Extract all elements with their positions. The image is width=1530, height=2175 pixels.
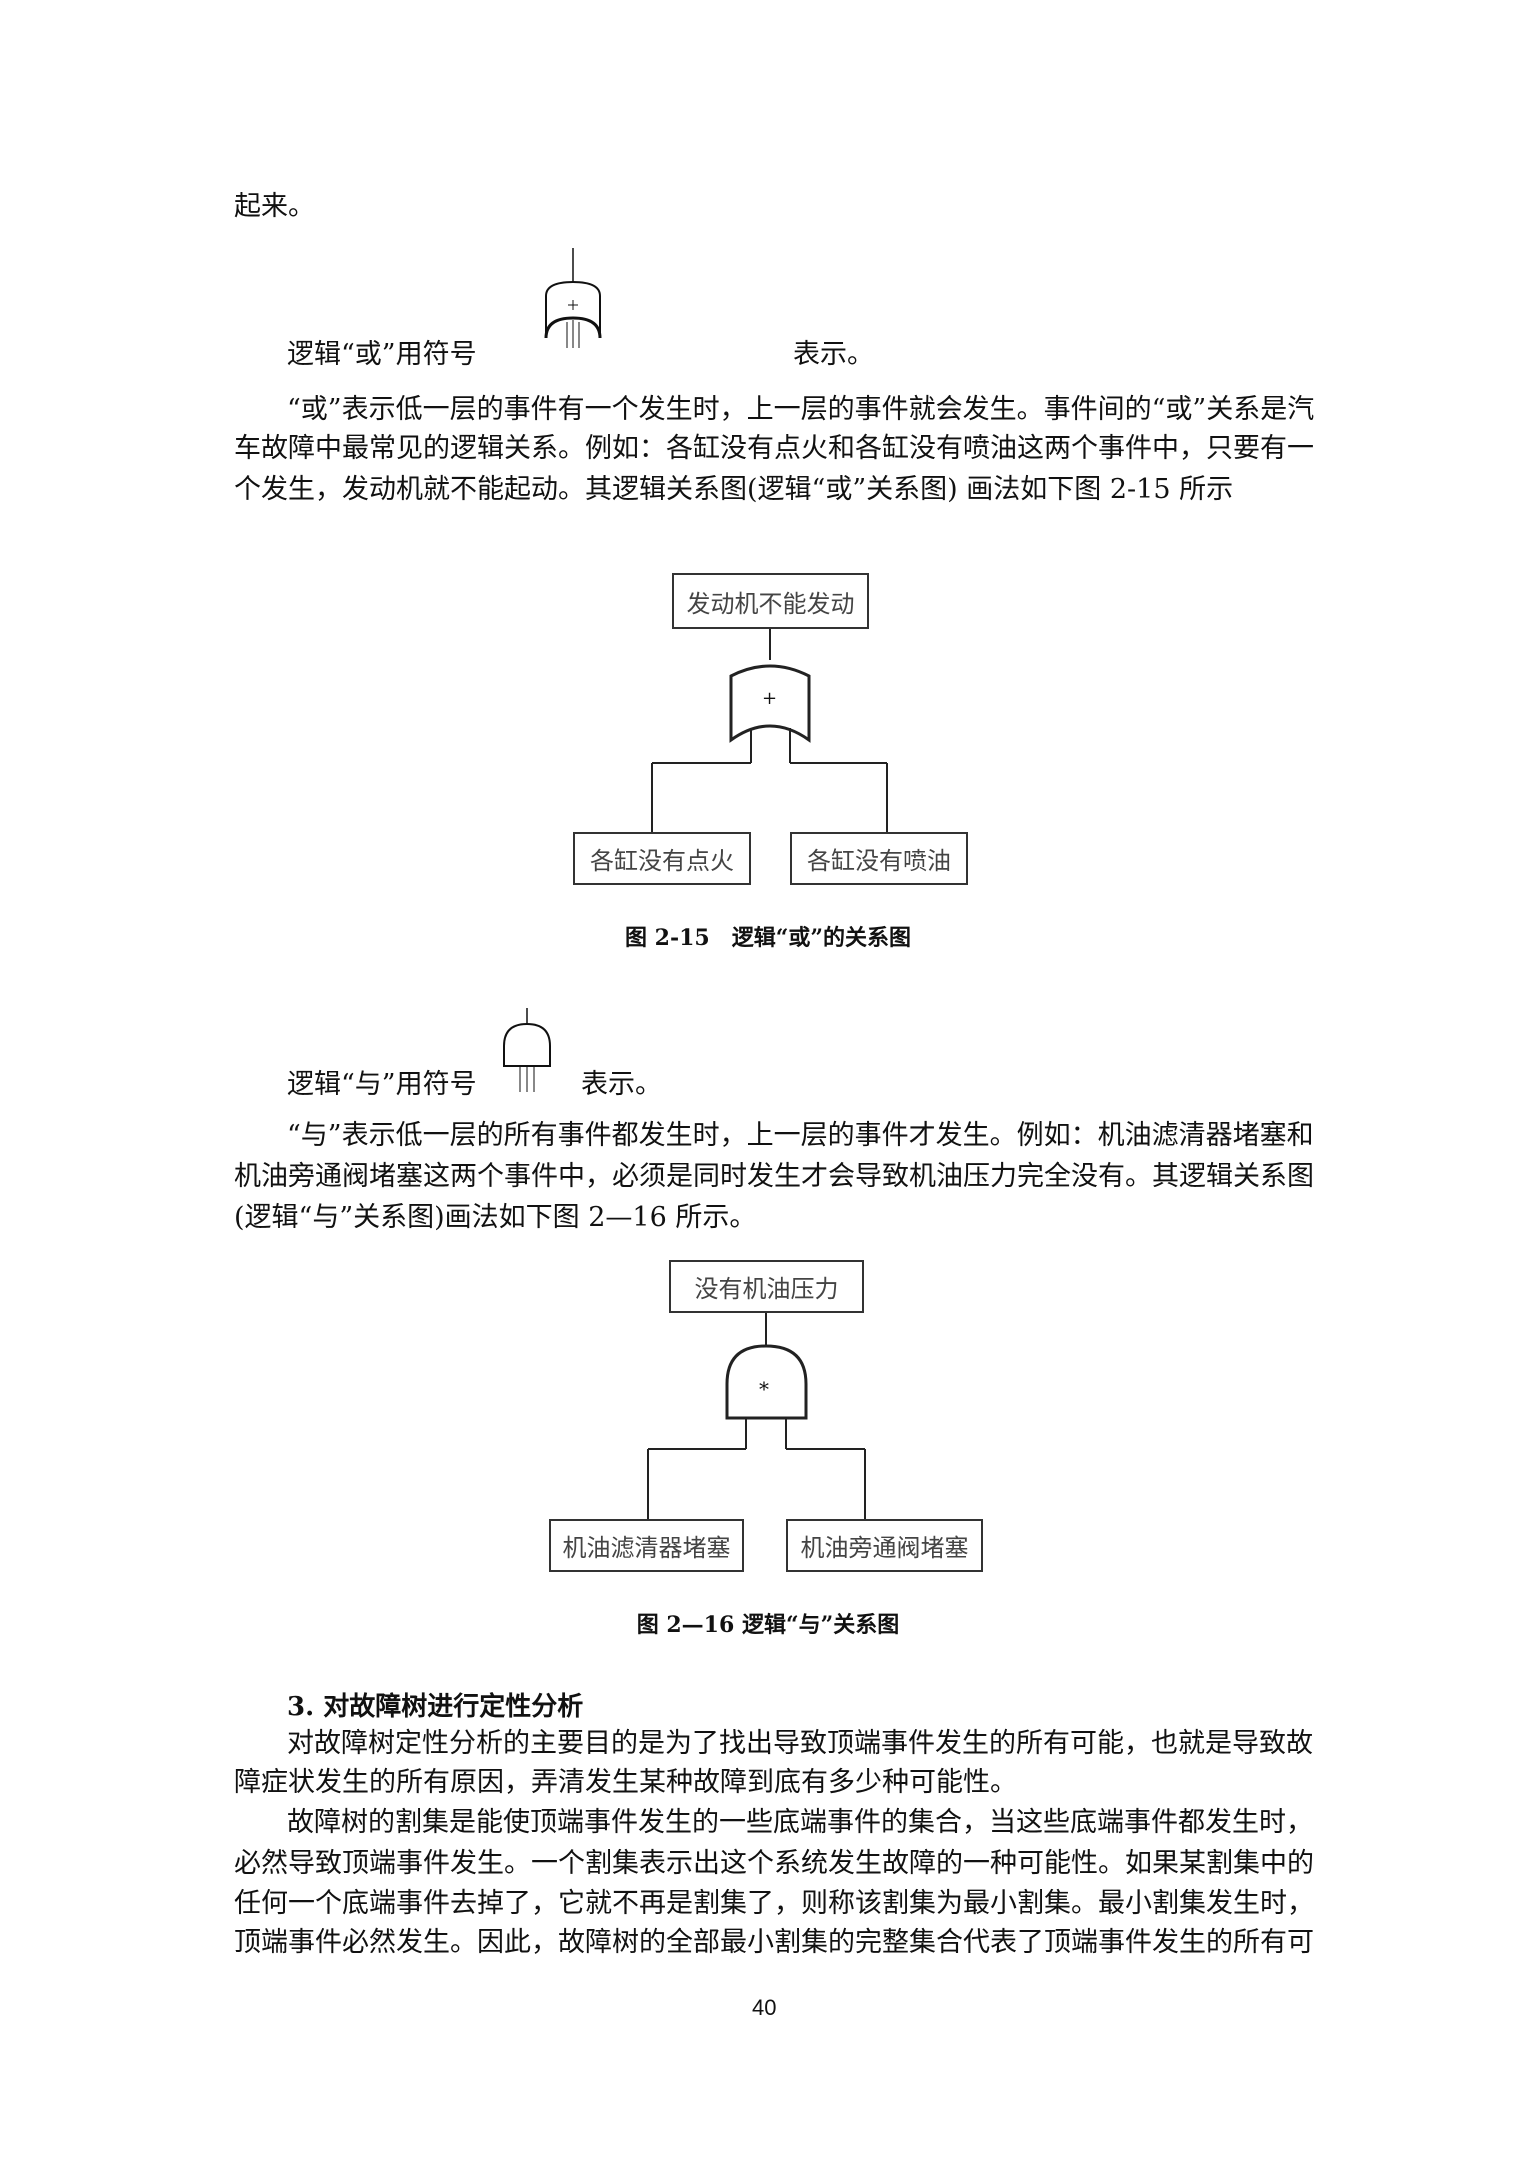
para4-line: 必然导致顶端事件发生。一个割集表示出这个系统发生故障的一种可能性。如果某割集中的 [234, 1848, 1314, 1879]
and-symbol-suffix: 表示。 [581, 1069, 662, 1100]
and-paragraph-line: (逻辑“与”关系图)画法如下图 2—16 所示。 [234, 1202, 757, 1233]
or-gate-icon [544, 248, 602, 348]
figure-or-connectors [651, 629, 888, 832]
para3-line: 对故障树定性分析的主要目的是为了找出导致顶端事件发生的所有可能，也就是导致故 [287, 1728, 1313, 1759]
figure-and-caption: 图 2—16 逻辑“与”关系图 [636, 1612, 900, 1638]
section-heading: 3. 对故障树进行定性分析 [287, 1692, 584, 1722]
or-symbol-prefix: 逻辑“或”用符号 [287, 339, 477, 370]
figure-and-connectors [647, 1313, 866, 1519]
or-paragraph-line: 个发生，发动机就不能起动。其逻辑关系图(逻辑“或”关系图) 画法如下图 2-15… [234, 474, 1234, 505]
or-child-event-box: 各缸没有喷油 [790, 832, 968, 885]
or-symbol-suffix: 表示。 [793, 339, 874, 370]
para3-line: 障症状发生的所有原因，弄清发生某种故障到底有多少种可能性。 [234, 1767, 1017, 1798]
intro-tail-text: 起来。 [234, 191, 315, 222]
para4-line: 任何一个底端事件去掉了，它就不再是割集了，则称该割集为最小割集。最小割集发生时， [234, 1888, 1314, 1919]
and-child-event-box: 机油旁通阀堵塞 [786, 1519, 983, 1572]
or-top-event-box: 发动机不能发动 [672, 573, 869, 629]
or-paragraph-line: 车故障中最常见的逻辑关系。例如：各缸没有点火和各缸没有喷油这两个事件中，只要有一 [234, 433, 1314, 464]
page-number: 40 [752, 1995, 777, 2020]
figure-or-caption: 图 2-15 逻辑“或”的关系图 [624, 925, 912, 951]
para4-line: 顶端事件必然发生。因此，故障树的全部最小割集的完整集合代表了顶端事件发生的所有可 [234, 1927, 1314, 1958]
and-child-event-box: 机油滤清器堵塞 [549, 1519, 744, 1572]
and-gate-symbol: * [759, 1377, 769, 1401]
or-paragraph-line: “或”表示低一层的事件有一个发生时，上一层的事件就会发生。事件间的“或”关系是汽 [287, 394, 1315, 425]
and-gate-icon [503, 1008, 551, 1092]
and-paragraph-line: “与”表示低一层的所有事件都发生时，上一层的事件才发生。例如：机油滤清器堵塞和 [287, 1120, 1314, 1151]
or-gate-symbol: + [762, 688, 778, 709]
para4-line: 故障树的割集是能使顶端事件发生的一些底端事件的集合，当这些底端事件都发生时， [287, 1807, 1313, 1838]
and-top-event-box: 没有机油压力 [669, 1260, 864, 1313]
and-symbol-prefix: 逻辑“与”用符号 [287, 1069, 477, 1100]
or-child-event-box: 各缸没有点火 [573, 832, 751, 885]
and-paragraph-line: 机油旁通阀堵塞这两个事件中，必须是同时发生才会导致机油压力完全没有。其逻辑关系图 [234, 1161, 1314, 1192]
